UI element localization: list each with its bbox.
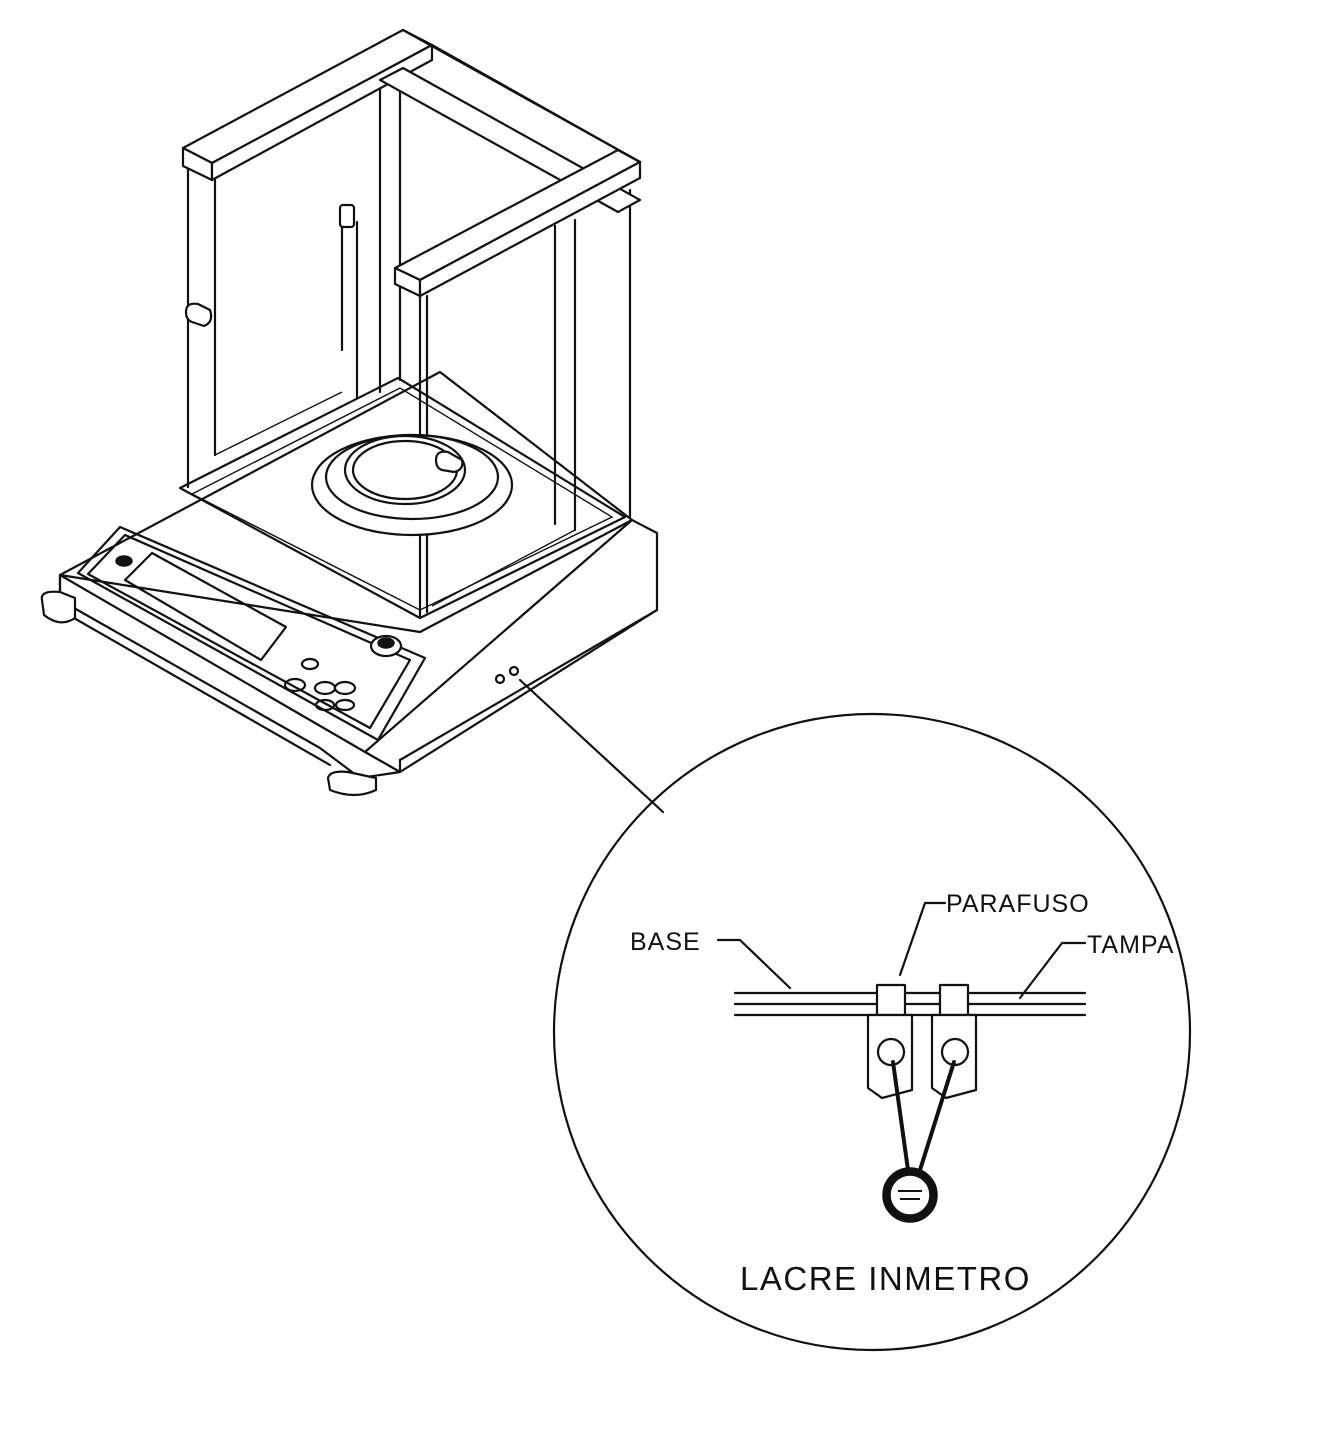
screw-icon xyxy=(508,665,520,677)
draft-shield xyxy=(178,28,642,620)
logo-icon xyxy=(115,555,133,567)
weight-object-icon xyxy=(434,450,464,474)
door-handle-icon xyxy=(184,302,213,328)
balance-base xyxy=(40,370,659,797)
button-icon xyxy=(314,698,336,712)
button-icon xyxy=(300,657,320,671)
detail-circle xyxy=(552,712,1192,1352)
base-leader-line xyxy=(716,938,792,990)
label-parafuso: PARAFUSO xyxy=(946,890,1090,918)
detail-leader-line xyxy=(518,678,665,814)
screw-head-icon xyxy=(875,983,907,1017)
seal-hole-icon xyxy=(876,1037,906,1067)
detail-view: BASE PARAFUSO TAMPA LACRE INMETRO xyxy=(552,712,1192,1352)
foot-icon xyxy=(40,590,77,624)
button-icon xyxy=(283,677,307,693)
button-icon xyxy=(313,680,337,696)
screw-head-icon xyxy=(938,983,970,1017)
label-base: BASE xyxy=(630,928,701,956)
tampa-leader-line xyxy=(1018,941,1087,1000)
foot-icon xyxy=(326,770,378,797)
screw-icon xyxy=(494,673,506,685)
parafuso-leader-line xyxy=(898,901,947,977)
caption-lacre-inmetro: LACRE INMETRO xyxy=(740,1260,1031,1297)
door-handle-icon xyxy=(338,203,356,229)
button-icon xyxy=(334,698,356,712)
label-tampa: TAMPA xyxy=(1087,931,1174,959)
button-icon xyxy=(333,680,357,696)
